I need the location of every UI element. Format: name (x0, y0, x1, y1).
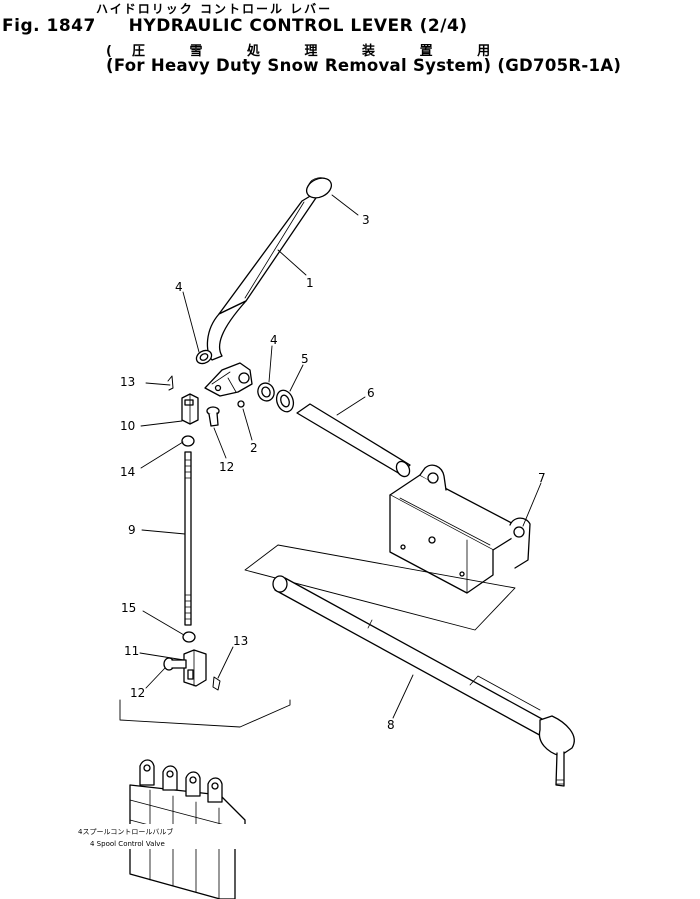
figure-title-line: Fig. 1847 HYDRAULIC CONTROL LEVER (2/4) (2, 16, 468, 36)
valve-caption-jp: 4スプールコントロールバルブ (78, 827, 173, 836)
pin-part (237, 400, 245, 408)
english-subtitle: (For Heavy Duty Snow Removal System) (106, 56, 492, 75)
callout-3: 3 (362, 213, 370, 227)
callout-6: 6 (367, 386, 375, 400)
callout-9: 9 (128, 523, 136, 537)
leader-lines (139, 194, 542, 719)
nut-upper-part (181, 435, 195, 447)
rod-part (184, 451, 192, 626)
callout-7: 7 (538, 471, 546, 485)
clevis-upper-part (181, 393, 199, 425)
japanese-subtitle: (圧 雪 処 理 装 置 用 (106, 44, 511, 59)
valve-caption: 4スプールコントロールバルブ 4 Spool Control Valve (76, 824, 248, 849)
cotter-pin-lower-part (212, 676, 221, 691)
shaft-part (296, 403, 411, 478)
callout-4-right: 4 (270, 333, 278, 347)
english-subtitle-line: (For Heavy Duty Snow Removal System) (GD… (106, 56, 621, 75)
mounting-plane (244, 544, 516, 631)
tube-part (272, 575, 575, 787)
cotter-pin-upper-part (167, 375, 174, 391)
figure-label: Fig. 1847 (2, 16, 96, 36)
bracket-part (389, 464, 531, 594)
callout-5: 5 (301, 352, 309, 366)
callout-12-lower: 12 (130, 686, 145, 700)
callout-labels: 3 1 4 4 5 6 13 10 12 2 14 7 9 15 11 13 1… (120, 213, 546, 732)
lever-bracket-part (204, 362, 253, 397)
callout-13-upper: 13 (120, 375, 135, 389)
washer-part (275, 389, 295, 413)
header: ハイドロリック コントロール レバー Fig. 1847 HYDRAULIC C… (0, 0, 700, 100)
callout-11: 11 (124, 644, 139, 658)
callout-13-lower: 13 (233, 634, 248, 648)
model-label: (GD705R-1A) (497, 56, 622, 75)
callout-8: 8 (387, 718, 395, 732)
figure-title: HYDRAULIC CONTROL LEVER (2/4) (128, 16, 468, 36)
callout-14: 14 (120, 465, 135, 479)
callout-15: 15 (121, 601, 136, 615)
valve-plane (119, 699, 291, 728)
nut-lower-part (182, 631, 196, 643)
bushing-left-part (195, 349, 213, 365)
callout-2: 2 (250, 441, 258, 455)
bushing-right-part (257, 382, 275, 402)
callout-1: 1 (306, 276, 314, 290)
clevis-lower-part (183, 649, 207, 687)
katakana-title: ハイドロリック コントロール レバー (96, 2, 333, 16)
bolt-upper-part (206, 406, 220, 427)
callout-4-left: 4 (175, 280, 183, 294)
knob-part (305, 177, 333, 199)
callout-12-upper: 12 (219, 460, 234, 474)
valve-caption-en: 4 Spool Control Valve (90, 840, 165, 848)
callout-10: 10 (120, 419, 135, 433)
